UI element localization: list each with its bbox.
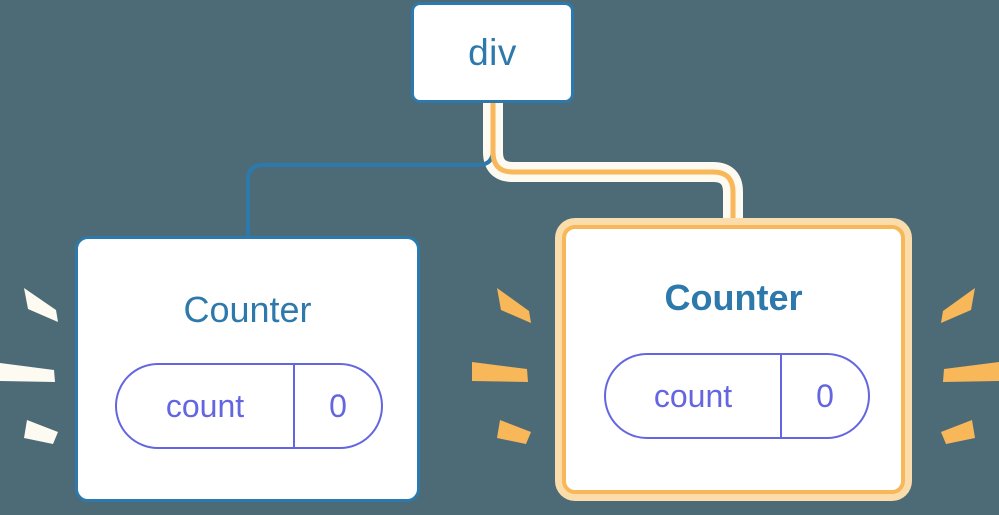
rays-counter-right-right [941, 288, 999, 444]
state-key: count [653, 377, 733, 414]
state-pill-count[interactable]: count 0 [115, 363, 383, 449]
node-div[interactable]: div [411, 2, 574, 103]
rays-counter-left [0, 288, 58, 444]
edge-div-to-counter-right [490, 103, 736, 228]
node-div-label: div [468, 31, 517, 73]
component-title: Counter [664, 277, 803, 318]
state-value: 0 [329, 387, 347, 424]
component-title: Counter [183, 289, 312, 330]
state-pill-divider [780, 355, 782, 437]
state-value: 0 [816, 377, 834, 414]
state-pill-divider [293, 365, 295, 447]
state-pill-count[interactable]: count 0 [604, 353, 870, 439]
component-card-counter-right[interactable]: Counter count 0 [562, 225, 905, 494]
component-card-counter-left[interactable]: Counter count 0 [75, 236, 420, 502]
rays-counter-right-left [472, 288, 531, 444]
state-key: count [165, 387, 245, 424]
